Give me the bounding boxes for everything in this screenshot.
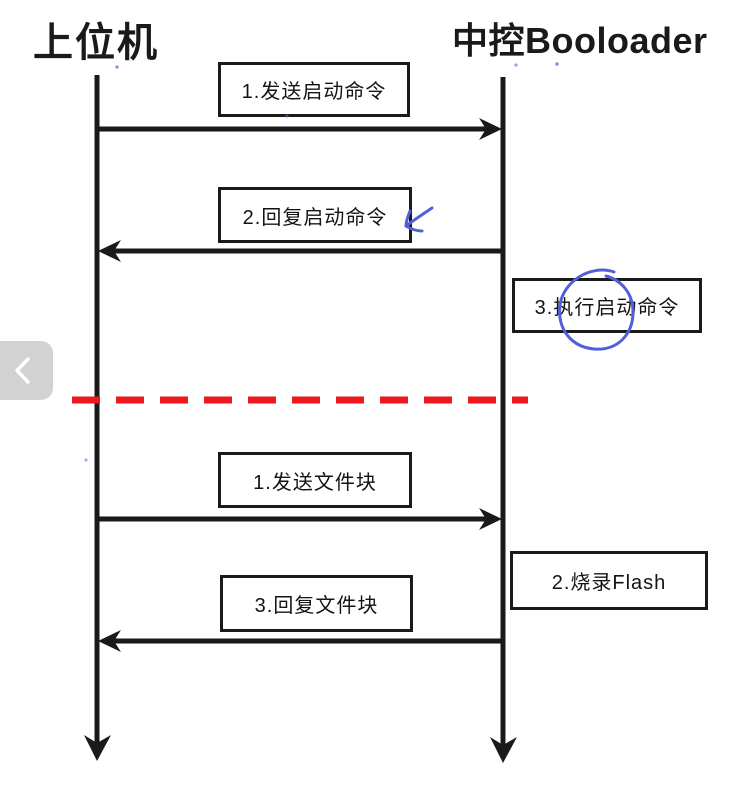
step-box-label: 3.回复文件块 <box>254 595 379 617</box>
step-box-send-boot-command: 1.发送启动命令 <box>218 62 410 117</box>
lifeline-right-arrowhead-icon <box>490 737 517 763</box>
actor-label-bootloader: 中控Booloader <box>452 20 708 61</box>
step-box-reply-boot-command: 2.回复启动命令 <box>218 187 412 243</box>
pen-speck-icon <box>84 458 88 462</box>
message-arrow-send-boot-head-icon <box>479 118 502 140</box>
actor-label-host: 上位机 <box>33 21 159 65</box>
step-box-label: 2.烧录Flash <box>551 572 667 594</box>
step-box-send-file-block: 1.发送文件块 <box>218 452 412 508</box>
step-box-label: 3.执行启动命令 <box>534 297 680 319</box>
message-arrow-reply-boot-head-icon <box>98 240 121 262</box>
pen-speck-icon <box>514 63 518 67</box>
step-box-label: 1.发送文件块 <box>253 471 377 494</box>
step-box-label: 2.回复启动命令 <box>242 206 388 229</box>
step-box-execute-boot-command: 3.执行启动命令 <box>512 278 702 333</box>
step-box-label: 1.发送启动命令 <box>241 81 387 103</box>
step-box-flash-burn: 2.烧录Flash <box>510 551 708 610</box>
step-box-reply-file-block: 3.回复文件块 <box>220 575 413 632</box>
message-arrow-send-block-head-icon <box>479 508 502 530</box>
pen-speck-icon <box>555 62 559 66</box>
lifeline-left-arrowhead-icon <box>84 735 111 761</box>
message-arrow-reply-block-head-icon <box>98 630 121 652</box>
pen-speck-icon <box>115 65 119 69</box>
previous-page-button[interactable] <box>0 341 53 400</box>
chevron-left-icon <box>15 357 30 384</box>
